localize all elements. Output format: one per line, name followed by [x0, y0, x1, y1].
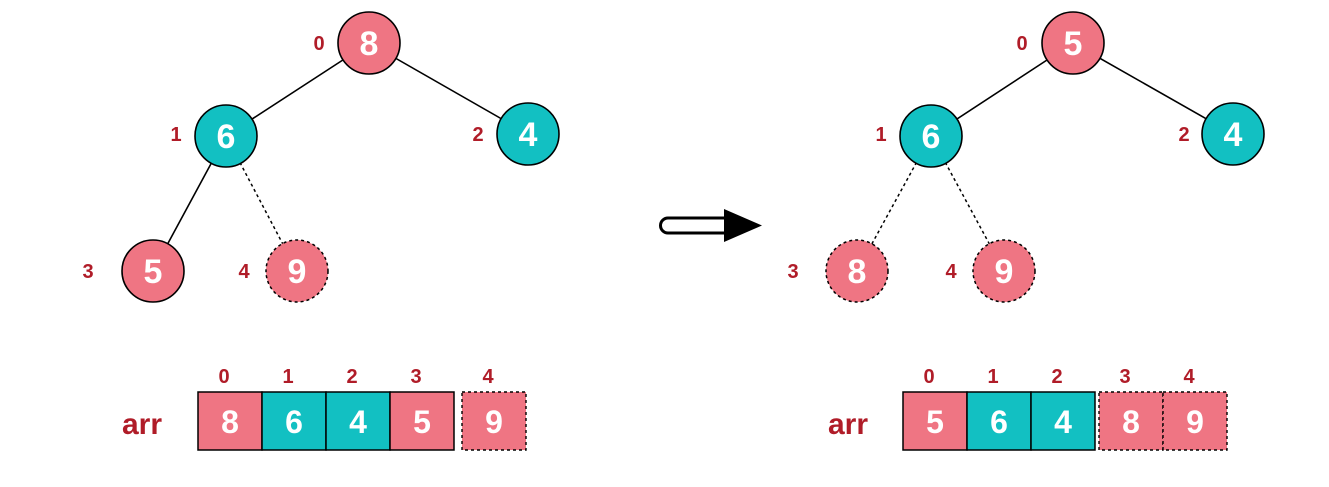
node-index-label: 3: [787, 261, 798, 283]
array-cell-index: 2: [346, 366, 357, 388]
node-index-label: 1: [170, 124, 181, 146]
node-circle: [1201, 102, 1265, 166]
node-index-label: 4: [945, 261, 957, 283]
node-index-label: 3: [82, 261, 93, 283]
array-cell: 53: [389, 366, 455, 451]
node-value: 8: [848, 253, 867, 291]
heap-node: 5: [121, 239, 185, 303]
node-index-label: 2: [1178, 124, 1189, 146]
node-circle: [121, 239, 185, 303]
array-cell-index: 3: [410, 366, 421, 388]
array-cell-index: 4: [1183, 366, 1195, 388]
node-circle: [899, 104, 963, 168]
heap-node: 8: [825, 239, 889, 303]
array-cell: 42: [1030, 366, 1096, 451]
heap-node: 9: [972, 239, 1036, 303]
node-value: 6: [922, 118, 941, 156]
node-value: 9: [995, 253, 1014, 291]
array-cell: 61: [966, 366, 1032, 451]
array-cell-box: [966, 391, 1032, 451]
node-index-label: 4: [238, 261, 250, 283]
node-circle: [825, 239, 889, 303]
node-circle: [1041, 11, 1105, 75]
array-cell-index: 1: [282, 366, 293, 388]
node-value: 8: [360, 25, 379, 63]
array-cell-value: 4: [349, 404, 367, 440]
array-label: arr: [122, 408, 162, 441]
heap-node: 6: [899, 104, 963, 168]
array-cell: 61: [261, 366, 327, 451]
array-cell: 80: [197, 366, 263, 451]
array-cell-value: 4: [1054, 404, 1072, 440]
node-index-label: 1: [875, 124, 886, 146]
array-cell-index: 0: [923, 366, 934, 388]
array-cell: 50: [902, 366, 968, 451]
node-index-label: 0: [313, 33, 324, 55]
array-cell-index: 2: [1051, 366, 1062, 388]
node-circle: [337, 11, 401, 75]
node-value: 6: [217, 118, 236, 156]
arrow-head: [724, 209, 762, 242]
array-cell-box: [1030, 391, 1096, 451]
array-cell-box: [1098, 391, 1164, 451]
array-cell-value: 5: [926, 404, 944, 440]
array-cell-box: [197, 391, 263, 451]
array-cell: 94: [461, 366, 527, 451]
array-cell-index: 4: [482, 366, 494, 388]
heap-node: 4: [496, 102, 560, 166]
heap-node: 6: [194, 104, 258, 168]
array-cell-value: 6: [990, 404, 1008, 440]
array-cell: 83: [1098, 366, 1164, 451]
array-cell-value: 8: [1122, 404, 1140, 440]
heap-node: 8: [337, 11, 401, 75]
array-cell-value: 9: [485, 404, 503, 440]
node-value: 4: [1224, 116, 1243, 154]
array-cell-index: 1: [987, 366, 998, 388]
node-value: 5: [1064, 25, 1083, 63]
array-cell-index: 3: [1119, 366, 1130, 388]
node-index-label: 0: [1016, 33, 1027, 55]
array-cell: 94: [1162, 366, 1228, 451]
node-value: 9: [288, 253, 307, 291]
array-cell-box: [325, 391, 391, 451]
node-value: 4: [519, 116, 538, 154]
array-cell-value: 9: [1186, 404, 1204, 440]
array-cell-value: 5: [413, 404, 431, 440]
node-circle: [496, 102, 560, 166]
right-arrow-icon: [659, 209, 762, 242]
array-cell-box: [261, 391, 327, 451]
array-label: arr: [828, 408, 868, 441]
node-circle: [194, 104, 258, 168]
node-circle: [972, 239, 1036, 303]
array-cell-value: 6: [285, 404, 303, 440]
array-cell-box: [389, 391, 455, 451]
array-cell-box: [1162, 391, 1228, 451]
arrow-shaft: [659, 216, 728, 235]
array-cell-index: 0: [218, 366, 229, 388]
heap-node: 9: [265, 239, 329, 303]
array-cell-value: 8: [221, 404, 239, 440]
heap-node: 5: [1041, 11, 1105, 75]
node-circle: [265, 239, 329, 303]
array-cell: 42: [325, 366, 391, 451]
array-cell-box: [902, 391, 968, 451]
node-index-label: 2: [472, 124, 483, 146]
array-cell-box: [461, 391, 527, 451]
node-value: 5: [144, 253, 163, 291]
heap-node: 4: [1201, 102, 1265, 166]
